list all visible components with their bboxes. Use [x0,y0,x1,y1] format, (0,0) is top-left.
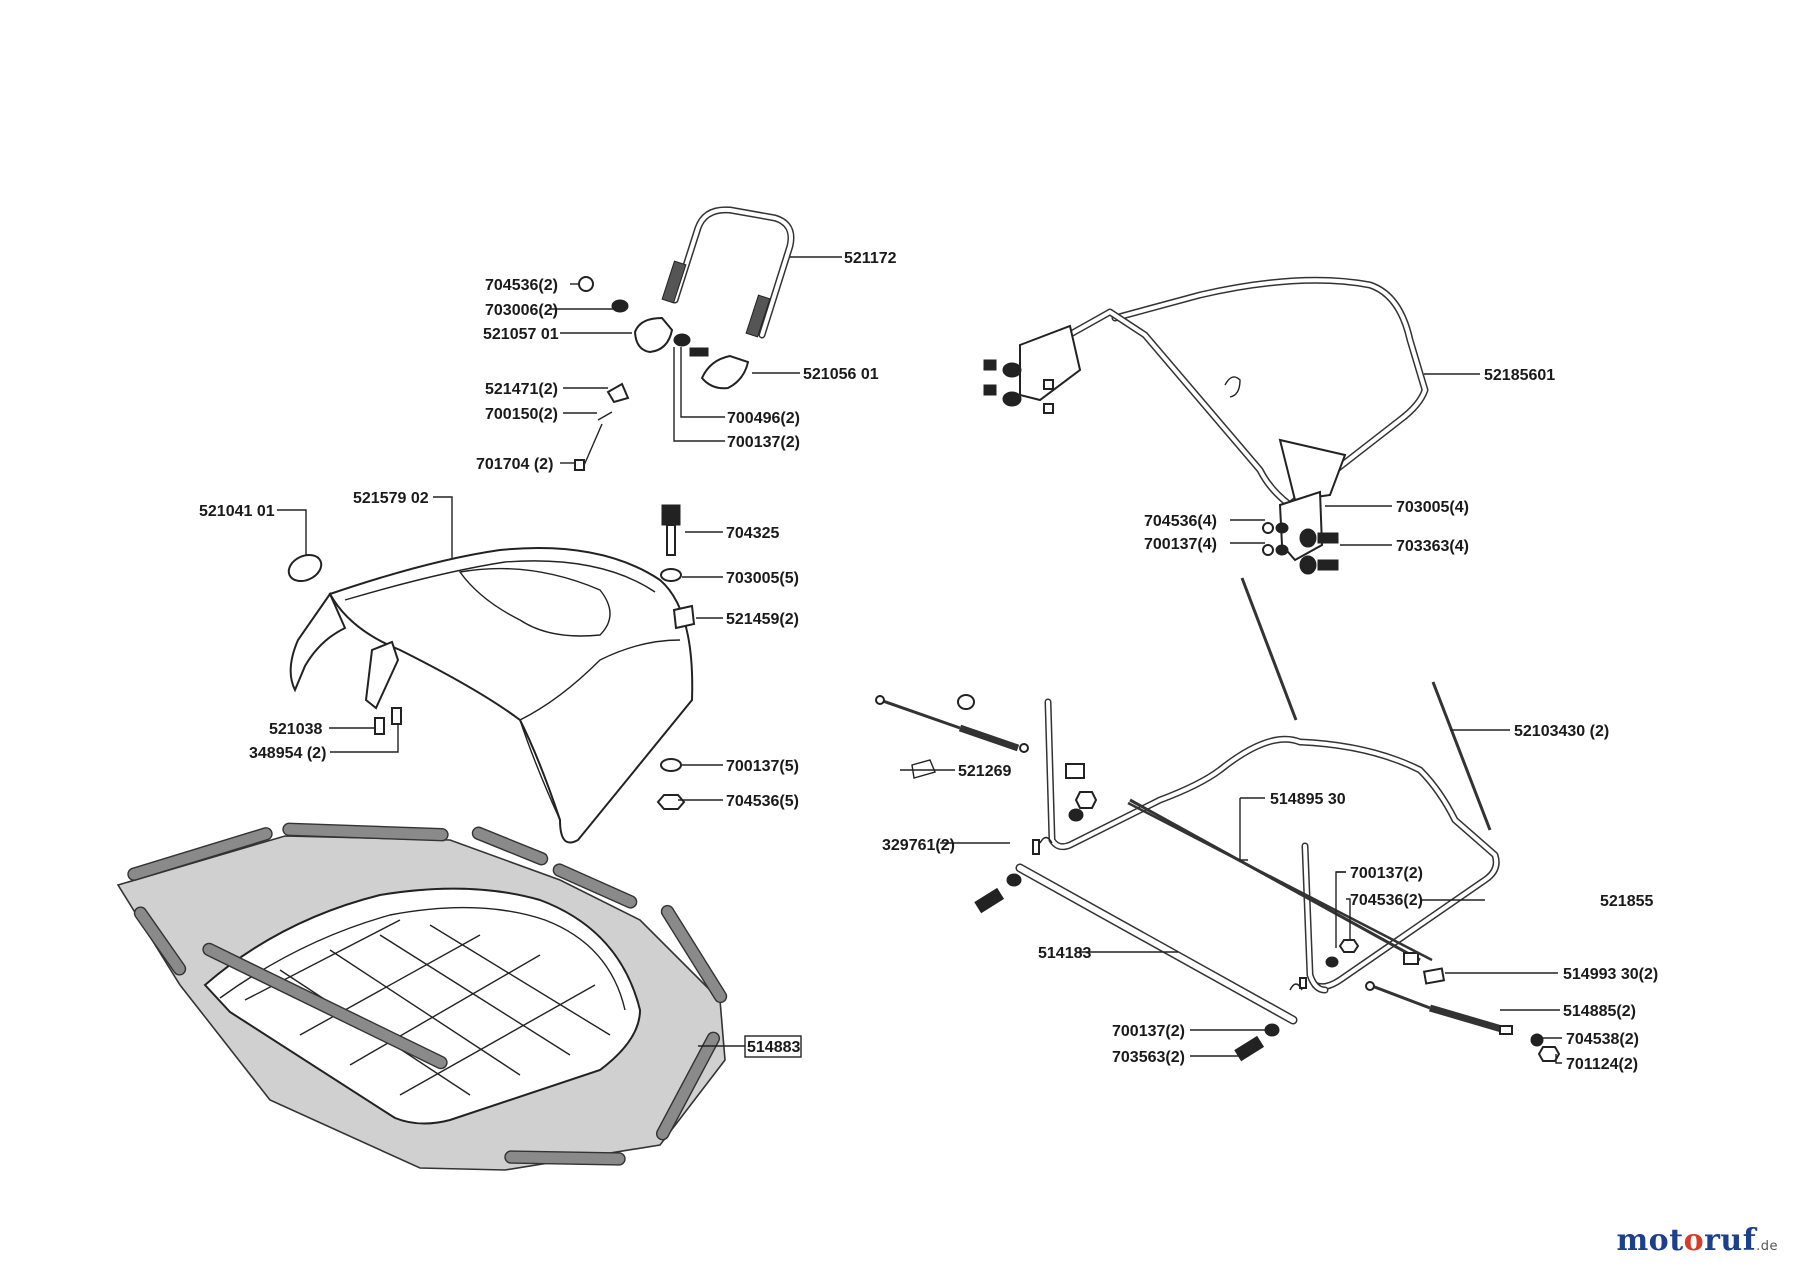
label-521041-01: 521041 01 [199,503,275,520]
label-514885-2: 514885(2) [1563,1003,1636,1020]
cover-521579-02 [289,547,694,844]
label-700150-2: 700150(2) [485,406,558,423]
label-700137-5: 700137(5) [726,758,799,775]
label-514183: 514183 [1038,945,1091,962]
label-703563-2: 703563(2) [1112,1049,1185,1066]
label-348954-2: 348954 (2) [249,745,326,762]
label-521459-2: 521459(2) [726,611,799,628]
label-521269: 521269 [958,763,1011,780]
frame-lower-hardware [1032,763,1419,989]
cap-521041-01 [287,553,323,583]
label-329761-2: 329761(2) [882,837,955,854]
bracket-521038 [364,640,400,710]
label-521056-01: 521056 01 [803,366,879,383]
label-703006-2: 703006(2) [485,302,558,319]
label-704536-5: 704536(5) [726,793,799,810]
watermark-part-c: ruf [1704,1223,1757,1258]
bolts-left-lower [974,836,1053,914]
label-700496-2: 700496(2) [727,410,800,427]
gas-strut-514885 [1365,981,1513,1035]
label-701124-2: 701124(2) [1566,1056,1638,1073]
frame-bolts-right [1262,522,1339,575]
label-521855: 521855 [1600,893,1653,910]
bracket-521057-01 [633,316,674,354]
watermark-tld: .de [1756,1239,1778,1254]
box-514883 [744,1035,802,1058]
label-704536-2-top: 704536(2) [485,277,558,294]
gas-strut-521269 [875,694,1029,779]
frame-521855 [1044,698,1500,994]
small-fasteners-top [574,276,709,471]
label-514993-30-2: 514993 30(2) [1563,966,1658,983]
label-700137-2-top: 700137(2) [727,434,800,451]
rod-514183 [1015,863,1298,1025]
label-521471-2: 521471(2) [485,381,558,398]
handle-521172 [661,206,795,339]
label-52185601: 52185601 [1484,367,1555,384]
bush-514993 [1422,967,1446,985]
frame-52185601 [1019,276,1429,562]
label-704325: 704325 [726,525,779,542]
label-703005-4: 703005(4) [1396,499,1469,516]
label-514883: 514883 [747,1039,800,1056]
frame-bolts-left [983,359,1054,414]
label-521057-01: 521057 01 [483,326,559,343]
rods-52103430 [1240,577,1492,831]
label-700137-4: 700137(4) [1144,536,1217,553]
label-521579-02: 521579 02 [353,490,429,507]
label-703005-5: 703005(5) [726,570,799,587]
watermark-logo: motoruf.de [1616,1223,1778,1258]
label-700137-2-bot: 700137(2) [1112,1023,1185,1040]
watermark-part-b: o [1683,1223,1705,1258]
label-521172: 521172 [844,250,897,267]
label-704538-2: 704538(2) [1566,1031,1639,1048]
watermark-part-a: mot [1616,1223,1684,1258]
label-52103430-2: 52103430 (2) [1514,723,1609,740]
cover-fasteners-right [656,504,696,810]
grass-bag-514883 [116,822,728,1171]
bracket-521056-01 [700,354,750,390]
label-521038: 521038 [269,721,322,738]
rod-514895-30 [1127,801,1433,962]
label-514895-30: 514895 30 [1270,791,1346,808]
label-700137-2-mid: 700137(2) [1350,865,1423,882]
bolts-right-lower [1234,983,1561,1062]
label-704536-2-mid: 704536(2) [1350,892,1423,909]
screws-348954 [374,707,402,735]
label-703363-4: 703363(4) [1396,538,1469,555]
label-704536-4: 704536(4) [1144,513,1217,530]
label-701704-2: 701704 (2) [476,456,553,473]
